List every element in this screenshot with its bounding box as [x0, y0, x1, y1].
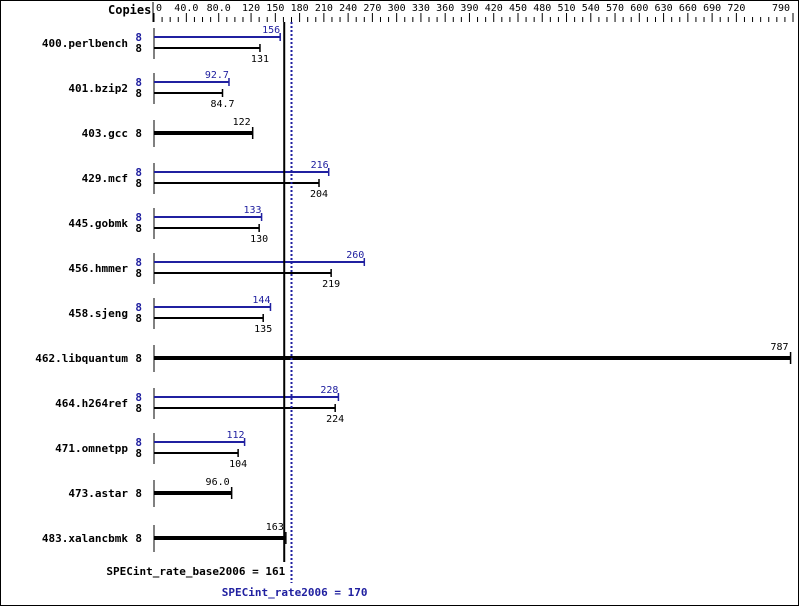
- base-value-label: 131: [251, 54, 269, 65]
- benchmark-label: 471.omnetpp: [55, 442, 128, 455]
- benchmark-label: 473.astar: [68, 487, 128, 500]
- tick-label: 420: [485, 3, 503, 14]
- base-copies: 8: [135, 312, 142, 325]
- benchmark-label: 464.h264ref: [55, 397, 128, 410]
- tick-label: 690: [703, 3, 721, 14]
- benchmark-label: 429.mcf: [82, 172, 128, 185]
- base-value-label: 104: [229, 459, 247, 470]
- tick-label: 390: [460, 3, 478, 14]
- benchmark-label: 483.xalancbmk: [42, 532, 128, 545]
- x-axis: 0 40.0 80.0 120 150 180 210 240 270 300 330 360 390 4…: [152, 2, 794, 22]
- peak-copies: 8: [135, 211, 142, 224]
- benchmark-row: 429.mcf 8 216 8 204: [82, 160, 330, 200]
- tick-label: 210: [315, 3, 333, 14]
- benchmark-label: 403.gcc: [82, 127, 128, 140]
- base-value-label: 135: [254, 324, 272, 335]
- peak-value-label: 112: [227, 430, 245, 441]
- peak-copies: 8: [135, 256, 142, 269]
- tick-label: 660: [679, 3, 697, 14]
- peak-value-label: 133: [244, 205, 262, 216]
- tick-label: 330: [412, 3, 430, 14]
- tick-label: 0: [156, 3, 162, 14]
- benchmark-row: 445.gobmk 8 133 8 130: [68, 205, 268, 245]
- base-copies: 8: [135, 487, 142, 500]
- peak-copies: 8: [135, 436, 142, 449]
- peak-copies: 8: [135, 31, 142, 44]
- tick-label: 240: [339, 3, 357, 14]
- base-copies: 8: [135, 402, 142, 415]
- benchmark-rows: 400.perlbench 8 156 8 131 401.bzip2 8 92.7 8 84.7…: [35, 25, 792, 552]
- tick-label: 80.0: [207, 3, 231, 14]
- peak-copies: 8: [135, 391, 142, 404]
- benchmark-row: 464.h264ref 8 228 8 224: [55, 385, 344, 425]
- reference-lines: [283, 22, 293, 583]
- peak-copies: 8: [135, 76, 142, 89]
- peak-value-label: 228: [320, 385, 338, 396]
- base-value-label: 204: [310, 189, 328, 200]
- benchmark-row: 401.bzip2 8 92.7 8 84.7: [68, 70, 234, 110]
- base-copies: 8: [135, 127, 142, 140]
- tick-label: 180: [291, 3, 309, 14]
- base-value-label: 224: [326, 414, 344, 425]
- peak-value-label: 156: [262, 25, 280, 36]
- base-copies: 8: [135, 177, 142, 190]
- benchmark-label: 445.gobmk: [68, 217, 128, 230]
- benchmark-row: 462.libquantum 8 787: [35, 342, 792, 372]
- tick-label: 540: [582, 3, 600, 14]
- benchmark-row: 473.astar 8 96.0: [68, 477, 233, 507]
- tick-label: 600: [630, 3, 648, 14]
- base-value-label: 96.0: [206, 477, 230, 488]
- peak-copies: 8: [135, 166, 142, 179]
- benchmark-row: 403.gcc 8 122: [82, 117, 254, 147]
- benchmark-row: 400.perlbench 8 156 8 131: [42, 25, 281, 65]
- peak-value-label: 144: [252, 295, 270, 306]
- tick-label: 570: [606, 3, 624, 14]
- tick-label: 630: [655, 3, 673, 14]
- base-score-label: SPECint_rate_base2006 = 161: [106, 565, 285, 578]
- benchmark-label: 458.sjeng: [68, 307, 128, 320]
- peak-value-label: 260: [346, 250, 364, 261]
- tick-label: 720: [727, 3, 745, 14]
- base-value-label: 787: [771, 342, 789, 353]
- base-value-label: 84.7: [210, 99, 234, 110]
- tick-label: 360: [436, 3, 454, 14]
- base-copies: 8: [135, 87, 142, 100]
- benchmark-label: 401.bzip2: [68, 82, 128, 95]
- base-copies: 8: [135, 447, 142, 460]
- benchmark-row: 458.sjeng 8 144 8 135: [68, 295, 272, 335]
- peak-value-label: 216: [311, 160, 329, 171]
- tick-label: 480: [533, 3, 551, 14]
- base-value-label: 163: [266, 522, 284, 533]
- peak-copies: 8: [135, 301, 142, 314]
- benchmark-label: 400.perlbench: [42, 37, 128, 50]
- base-value-label: 219: [322, 279, 340, 290]
- base-copies: 8: [135, 42, 142, 55]
- tick-label: 120: [242, 3, 260, 14]
- base-value-label: 130: [250, 234, 268, 245]
- tick-label: 450: [509, 3, 527, 14]
- benchmark-row: 471.omnetpp 8 112 8 104: [55, 430, 247, 470]
- base-copies: 8: [135, 222, 142, 235]
- tick-label: 150: [266, 3, 284, 14]
- peak-value-label: 92.7: [205, 70, 229, 81]
- benchmark-label: 462.libquantum: [35, 352, 128, 365]
- benchmark-row: 456.hmmer 8 260 8 219: [68, 250, 366, 290]
- base-copies: 8: [135, 532, 142, 545]
- tick-label: 790: [772, 3, 790, 14]
- tick-label: 40.0: [174, 3, 198, 14]
- axis-label: Copies: [108, 3, 151, 17]
- benchmark-row: 483.xalancbmk 8 163: [42, 522, 287, 552]
- base-copies: 8: [135, 267, 142, 280]
- tick-label: 270: [363, 3, 381, 14]
- base-copies: 8: [135, 352, 142, 365]
- base-value-label: 122: [233, 117, 251, 128]
- tick-label: 300: [388, 3, 406, 14]
- benchmark-label: 456.hmmer: [68, 262, 128, 275]
- tick-label: 510: [557, 3, 575, 14]
- peak-score-label: SPECint_rate2006 = 170: [222, 586, 368, 599]
